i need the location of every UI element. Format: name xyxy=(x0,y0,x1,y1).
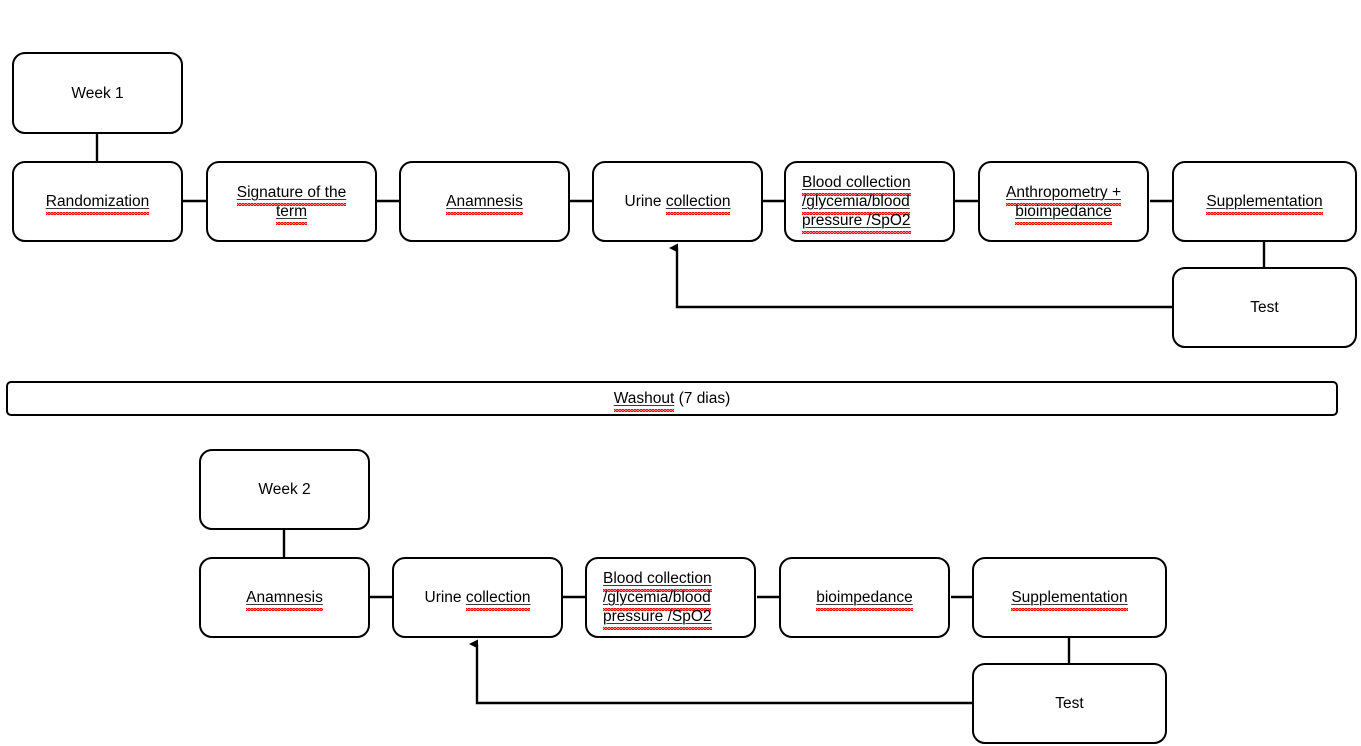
week1-anthropometry-line1: Anthropometry + xyxy=(1005,183,1122,206)
washout-flagged-word: Washout xyxy=(613,390,675,412)
week2-step-supplementation[interactable]: Supplementation xyxy=(972,557,1167,638)
week1-step-supplementation[interactable]: Supplementation xyxy=(1172,161,1357,242)
week1-blood-collection-label: Blood collection /glycemia/blood pressur… xyxy=(802,173,911,234)
week2-header-label: Week 2 xyxy=(258,481,311,498)
week1-supplementation-label: Supplementation xyxy=(1206,193,1324,215)
week1-blood-collection-line2: /glycemia/blood xyxy=(802,193,910,215)
week1-step-randomization[interactable]: Randomization xyxy=(12,161,183,242)
week2-urine-collection-flagged-word: collection xyxy=(465,589,531,611)
week2-test-box[interactable]: Test xyxy=(972,663,1167,744)
week1-anamnesis-label: Anamnesis xyxy=(446,193,523,215)
week1-blood-collection-line1: Blood collection xyxy=(802,174,911,196)
week2-step-urine-collection[interactable]: Urine collection xyxy=(392,557,563,638)
week1-step-urine-collection[interactable]: Urine collection xyxy=(592,161,763,242)
week2-blood-collection-line3: pressure /SpO2 xyxy=(603,608,712,630)
week1-step-anthropometry[interactable]: Anthropometry + bioimpedance xyxy=(978,161,1149,242)
washout-bar[interactable]: Washout (7 dias) xyxy=(6,381,1338,416)
week1-blood-collection-line3: pressure /SpO2 xyxy=(802,212,911,234)
week1-signature-label: Signature of the term xyxy=(236,183,347,225)
week2-supplementation-label: Supplementation xyxy=(1011,589,1129,611)
week1-header-label: Week 1 xyxy=(71,84,124,102)
week1-step-signature[interactable]: Signature of the term xyxy=(206,161,377,242)
week2-header-box[interactable]: Week 2 xyxy=(199,449,370,530)
week2-blood-collection-line2: /glycemia/blood xyxy=(603,589,711,611)
week1-test-box[interactable]: Test xyxy=(1172,267,1357,348)
week1-test-label: Test xyxy=(1250,299,1279,316)
week1-urine-collection-flagged-word: collection xyxy=(665,193,731,215)
week1-anthropometry-label: Anthropometry + bioimpedance xyxy=(1005,183,1122,225)
week1-step-blood-collection[interactable]: Blood collection /glycemia/blood pressur… xyxy=(784,161,955,242)
week1-urine-collection-label: Urine collection xyxy=(624,193,731,215)
week2-urine-collection-label: Urine collection xyxy=(424,589,531,611)
week2-test-label: Test xyxy=(1055,695,1084,712)
week1-anthropometry-line2: bioimpedance xyxy=(1015,202,1112,225)
week1-randomization-label: Randomization xyxy=(45,193,150,215)
week2-anamnesis-label: Anamnesis xyxy=(246,589,323,611)
week2-blood-collection-line1: Blood collection xyxy=(603,570,712,592)
week2-bioimpedance-label: bioimpedance xyxy=(816,589,913,611)
week1-header-box[interactable]: Week 1 xyxy=(12,52,183,134)
week2-blood-collection-label: Blood collection /glycemia/blood pressur… xyxy=(603,569,712,630)
washout-label: Washout (7 dias) xyxy=(613,389,731,412)
week1-signature-label-line2: term xyxy=(275,202,307,225)
washout-label-rest: (7 dias) xyxy=(674,390,731,407)
week2-step-blood-collection[interactable]: Blood collection /glycemia/blood pressur… xyxy=(585,557,756,638)
week2-step-anamnesis[interactable]: Anamnesis xyxy=(199,557,370,638)
week2-step-bioimpedance[interactable]: bioimpedance xyxy=(779,557,950,638)
week1-signature-label-line1: Signature of the xyxy=(236,183,347,206)
week1-step-anamnesis[interactable]: Anamnesis xyxy=(399,161,570,242)
